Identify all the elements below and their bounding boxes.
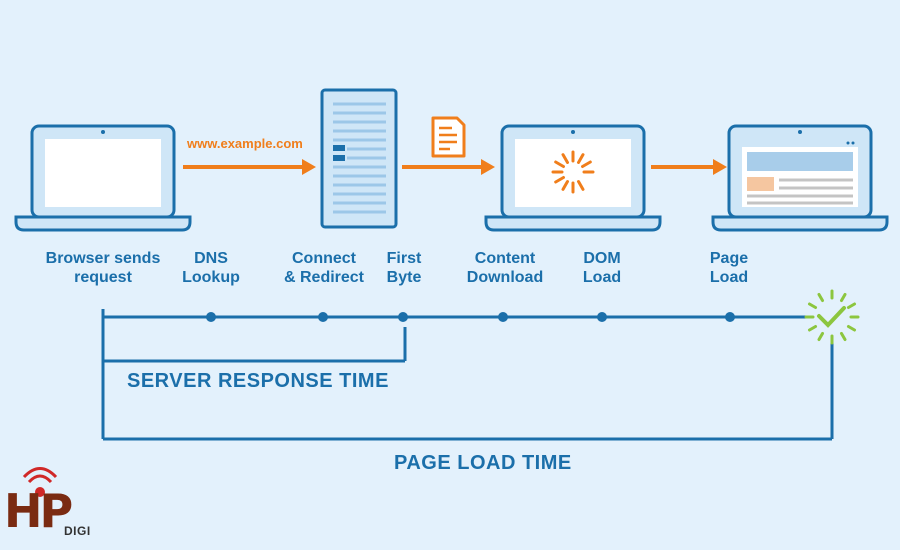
timeline-marker xyxy=(206,312,216,322)
request-arrow xyxy=(183,159,316,175)
spinner-segment xyxy=(561,180,569,191)
stage-label-page-load: Page Load xyxy=(709,250,749,286)
stage-label-first-byte: First Byte xyxy=(386,250,422,286)
url-label: www.example.com xyxy=(187,136,303,151)
loading-spinner-icon xyxy=(551,150,595,194)
check-ray xyxy=(817,292,824,303)
server-response-time-label: SERVER RESPONSE TIME xyxy=(127,370,389,392)
laptop-icon xyxy=(14,124,192,232)
stage-label-dns-lookup: DNS Lookup xyxy=(182,250,240,286)
spinner-segment xyxy=(581,160,592,168)
render-arrow xyxy=(651,159,727,175)
timeline xyxy=(101,309,834,441)
stage-label-content-download: Content Download xyxy=(466,250,544,286)
timeline-marker xyxy=(725,312,735,322)
brand-subtitle: DIGI xyxy=(64,524,91,538)
timeline-marker xyxy=(318,312,328,322)
check-ray xyxy=(846,325,857,332)
stage-label-dom-load: DOM Load xyxy=(582,250,622,286)
webpage-icon xyxy=(742,139,858,205)
check-ray xyxy=(817,331,824,342)
timeline-marker xyxy=(498,312,508,322)
check-ray xyxy=(840,292,847,303)
document-icon xyxy=(431,116,466,158)
stage-label-browser-request: Browser sends request xyxy=(45,250,161,286)
check-ray xyxy=(846,302,857,309)
spinner-segment xyxy=(577,180,585,191)
timeline-marker xyxy=(597,312,607,322)
brand-logo: HP xyxy=(4,484,73,538)
server-icon xyxy=(320,88,398,229)
page-load-time-label: PAGE LOAD TIME xyxy=(394,452,572,474)
spinner-segment xyxy=(554,176,565,184)
timeline-markers xyxy=(206,312,735,322)
spinner-segment xyxy=(554,160,565,168)
logo-icon xyxy=(22,467,58,497)
spinner-segment xyxy=(577,153,585,164)
laptop-icon xyxy=(484,124,662,232)
check-ray xyxy=(840,331,847,342)
check-ray xyxy=(807,325,818,332)
check-ray xyxy=(807,302,818,309)
checkmark-icon xyxy=(804,289,860,345)
stage-label-connect-redirect: Connect & Redirect xyxy=(283,250,365,286)
timeline-marker xyxy=(398,312,408,322)
spinner-segment xyxy=(561,153,569,164)
response-arrow xyxy=(402,159,495,175)
